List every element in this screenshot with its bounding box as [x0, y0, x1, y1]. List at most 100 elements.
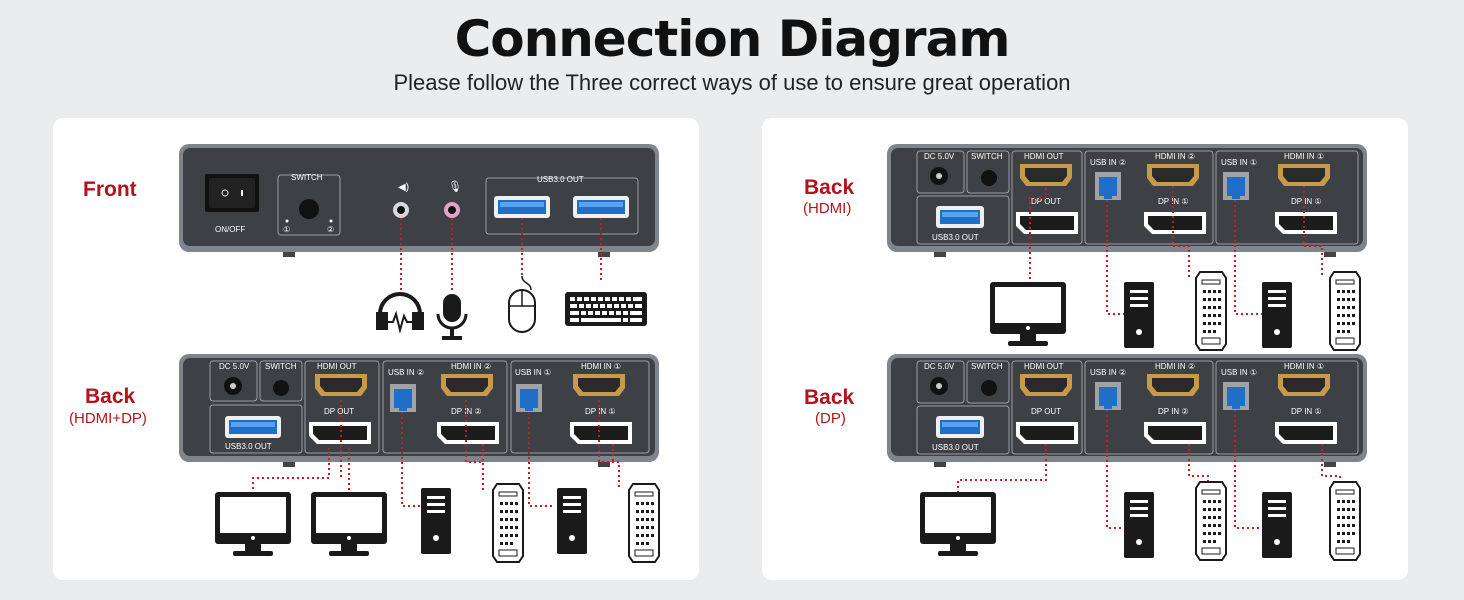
monitor-dp-icon: [920, 492, 996, 556]
svg-text:DC 5.0V: DC 5.0V: [924, 362, 955, 371]
switch-jack: [273, 380, 289, 396]
kvm-back-panel-hdmi: DC 5.0V SWITCH USB3.0 OUT HDMI OUT DP OU…: [887, 144, 1367, 257]
hdmi-out-port-hdmi: [1020, 164, 1072, 186]
svg-text:SWITCH: SWITCH: [971, 362, 1003, 371]
gpu-dp-2-icon: [1329, 481, 1361, 561]
usb3-out-port-dp: [936, 416, 984, 438]
svg-text:HDMI IN ①: HDMI IN ①: [1284, 152, 1324, 161]
svg-text:HDMI OUT: HDMI OUT: [317, 362, 357, 371]
switch-button[interactable]: [299, 199, 319, 219]
monitor-2-icon: [311, 492, 387, 556]
gpu-hdmi-2-icon: [1329, 271, 1361, 351]
power-label: ON/OFF: [215, 225, 245, 234]
svg-text:①: ①: [283, 225, 290, 234]
mic-small-icon: 🎙︎: [448, 180, 462, 193]
power-switch[interactable]: [205, 174, 259, 212]
hdmi-in-1-port-hdmi: [1278, 164, 1330, 186]
page-subtitle: Please follow the Three correct ways of …: [393, 70, 1071, 95]
svg-text:HDMI IN ②: HDMI IN ②: [1155, 152, 1195, 161]
usb-in-1-port: [516, 384, 542, 412]
usb-a-port-1: [494, 196, 550, 218]
speaker-icon: ◀): [398, 182, 409, 193]
svg-text:DP OUT: DP OUT: [1031, 197, 1061, 206]
svg-text:DP IN ①: DP IN ①: [585, 407, 616, 416]
usb3-out-port-hdmi: [936, 206, 984, 228]
hdmi-in-1-port-dp: [1278, 374, 1330, 396]
back-dp-label: Back: [804, 386, 855, 409]
svg-text:DP IN ②: DP IN ②: [1158, 407, 1189, 416]
pc-hdmi-2-icon: [1262, 282, 1292, 348]
pc-dp-2-icon: [1262, 492, 1292, 558]
dp-in-2-port: [437, 422, 499, 444]
gpu-hdmi-1-icon: [1195, 271, 1227, 351]
panel-hdmi-dp: Front ON/OFF SWITCH ① ② ◀) 🎙︎ USB3.0 OUT: [53, 118, 699, 580]
svg-text:HDMI OUT: HDMI OUT: [1024, 152, 1064, 161]
keyboard-icon: [565, 292, 647, 326]
hdmi-out-port-dp: [1020, 374, 1072, 396]
dp-in-2-port-hdmi: [1144, 212, 1206, 234]
svg-text:HDMI IN ①: HDMI IN ①: [1284, 362, 1324, 371]
svg-text:USB IN ①: USB IN ①: [1221, 368, 1257, 377]
dp-in-1-port: [570, 422, 632, 444]
hdmi-in-1-port: [573, 374, 625, 396]
svg-text:SWITCH: SWITCH: [971, 152, 1003, 161]
mouse-icon: [508, 275, 536, 333]
svg-text:DC 5.0V: DC 5.0V: [924, 152, 955, 161]
svg-text:HDMI OUT: HDMI OUT: [1024, 362, 1064, 371]
svg-text:USB IN ①: USB IN ①: [515, 368, 551, 377]
panel-hdmi-and-dp: Back (HDMI) DC 5.0V SWITCH USB3.0 OUT HD…: [762, 118, 1408, 580]
microphone-icon: [436, 294, 468, 340]
back-dp-sublabel: (DP): [815, 410, 846, 427]
back-hdmi-dp-label: Back: [85, 385, 136, 408]
svg-text:DP OUT: DP OUT: [1031, 407, 1061, 416]
usb-in-2-port-hdmi: [1095, 172, 1121, 200]
svg-text:USB IN ②: USB IN ②: [388, 368, 424, 377]
hdmi-in-2-port-hdmi: [1147, 164, 1199, 186]
svg-text:HDMI IN ②: HDMI IN ②: [1155, 362, 1195, 371]
svg-text:USB3.0 OUT: USB3.0 OUT: [932, 443, 979, 452]
pc-2-icon: [557, 488, 587, 554]
hdmi-in-2-port-dp: [1147, 374, 1199, 396]
usb3-out-port: [225, 416, 281, 438]
pc-dp-1-icon: [1124, 492, 1154, 558]
pc-hdmi-1-icon: [1124, 282, 1154, 348]
dp-in-2-port-dp: [1144, 422, 1206, 444]
dp-out-port-dp: [1016, 422, 1078, 444]
usb-in-2-port: [390, 384, 416, 412]
svg-text:DP IN ①: DP IN ①: [1291, 407, 1322, 416]
hdmi-out-port: [315, 374, 367, 396]
hdmi-in-2-port: [441, 374, 493, 396]
monitor-hdmi-icon: [990, 282, 1066, 346]
svg-text:USB IN ②: USB IN ②: [1090, 368, 1126, 377]
gpu-dp-1-icon: [1195, 481, 1227, 561]
svg-text:USB3.0 OUT: USB3.0 OUT: [932, 233, 979, 242]
front-label: Front: [83, 178, 137, 201]
dp-in-1-port-hdmi: [1275, 212, 1337, 234]
back-hdmi-label: Back: [804, 176, 855, 199]
back-hdmi-sublabel: (HDMI): [803, 200, 851, 217]
dp-in-1-port-dp: [1275, 422, 1337, 444]
svg-text:USB IN ①: USB IN ①: [1221, 158, 1257, 167]
svg-text:USB3.0 OUT: USB3.0 OUT: [225, 442, 272, 451]
svg-text:USB IN ②: USB IN ②: [1090, 158, 1126, 167]
back-hdmi-dp-sublabel: (HDMI+DP): [69, 410, 147, 427]
pc-1-icon: [421, 488, 451, 554]
kvm-front-panel: ON/OFF SWITCH ① ② ◀) 🎙︎ USB3.0 OUT: [179, 144, 659, 257]
svg-text:②: ②: [327, 225, 334, 234]
svg-text:HDMI IN ②: HDMI IN ②: [451, 362, 491, 371]
kvm-back-panel-left: DC 5.0V SWITCH USB3.0 OUT HDMI OUT DP OU…: [179, 354, 659, 467]
svg-text:DC 5.0V: DC 5.0V: [219, 362, 250, 371]
dp-out-port-hdmi: [1016, 212, 1078, 234]
svg-text:DP OUT: DP OUT: [324, 407, 354, 416]
gpu-1-icon: [492, 483, 524, 563]
usb-in-2-port-dp: [1095, 382, 1121, 410]
svg-text:DP IN ①: DP IN ①: [1291, 197, 1322, 206]
usb-out-label: USB3.0 OUT: [537, 175, 584, 184]
usb-in-1-port-hdmi: [1223, 172, 1249, 200]
monitor-1-icon: [215, 492, 291, 556]
svg-text:SWITCH: SWITCH: [265, 362, 297, 371]
switch-label: SWITCH: [291, 173, 323, 182]
svg-text:HDMI IN ①: HDMI IN ①: [581, 362, 621, 371]
page-title: Connection Diagram: [454, 10, 1011, 68]
usb-in-1-port-dp: [1223, 382, 1249, 410]
